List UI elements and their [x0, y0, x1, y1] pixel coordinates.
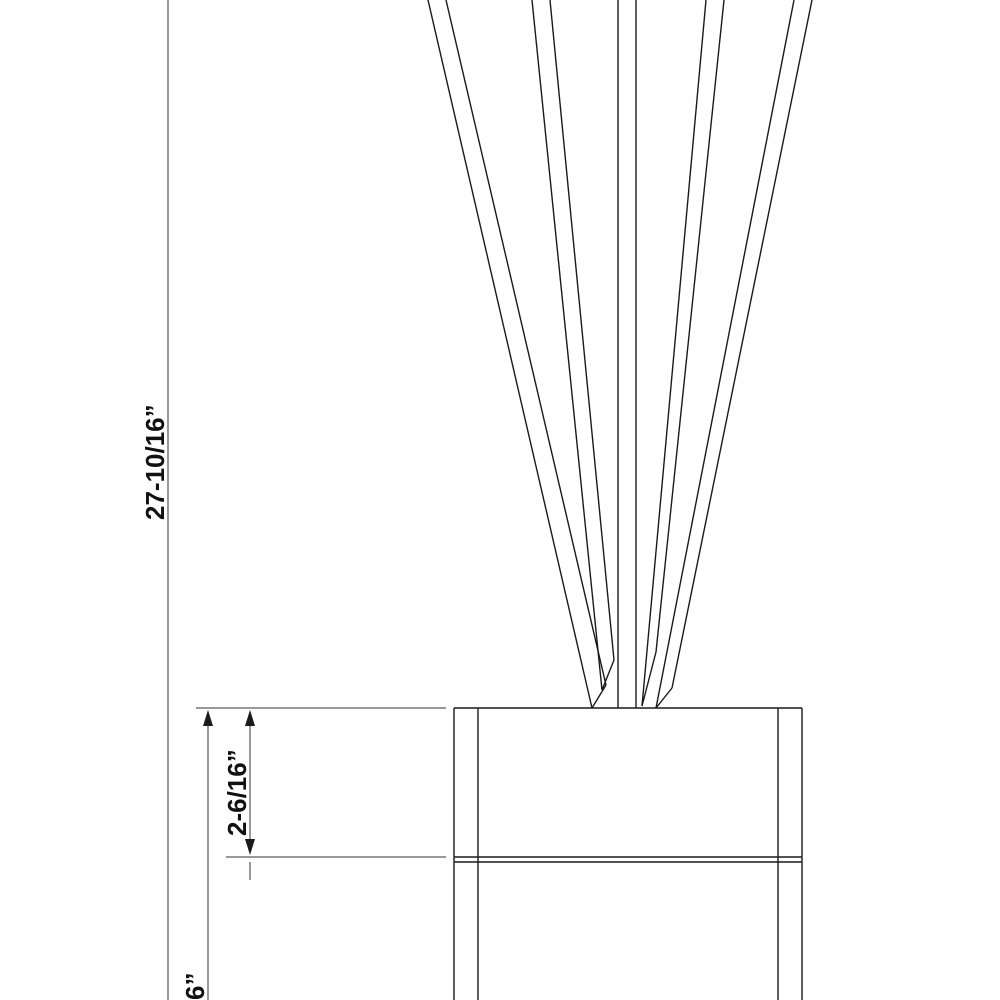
total-height-dimension: 27-10/16”	[140, 0, 170, 1000]
reed-tip	[591, 684, 607, 709]
reed-tip	[655, 687, 673, 709]
reed-line	[655, 0, 725, 653]
reed-sticks	[427, 0, 813, 709]
lower-section-label: 6”	[180, 973, 210, 1000]
vase-body	[453, 707, 803, 1000]
reed-line	[549, 0, 615, 661]
upper-section-dimension: 2-6/16”	[222, 710, 255, 880]
reed-line	[445, 0, 607, 686]
reed-line	[655, 0, 795, 709]
reed-line	[641, 0, 707, 707]
arrow-up-icon	[245, 710, 255, 726]
total-height-label: 27-10/16”	[140, 404, 170, 520]
reed-line	[427, 0, 593, 709]
reed-line	[671, 0, 813, 689]
extension-lines	[196, 707, 446, 858]
arrow-down-icon	[245, 839, 255, 855]
upper-section-label: 2-6/16”	[222, 749, 252, 836]
reed-tip	[601, 659, 615, 691]
arrow-up-icon	[203, 710, 213, 726]
reed-line	[531, 0, 603, 691]
reed-tip	[641, 651, 657, 707]
lower-section-dimension: 6”	[180, 710, 213, 1000]
